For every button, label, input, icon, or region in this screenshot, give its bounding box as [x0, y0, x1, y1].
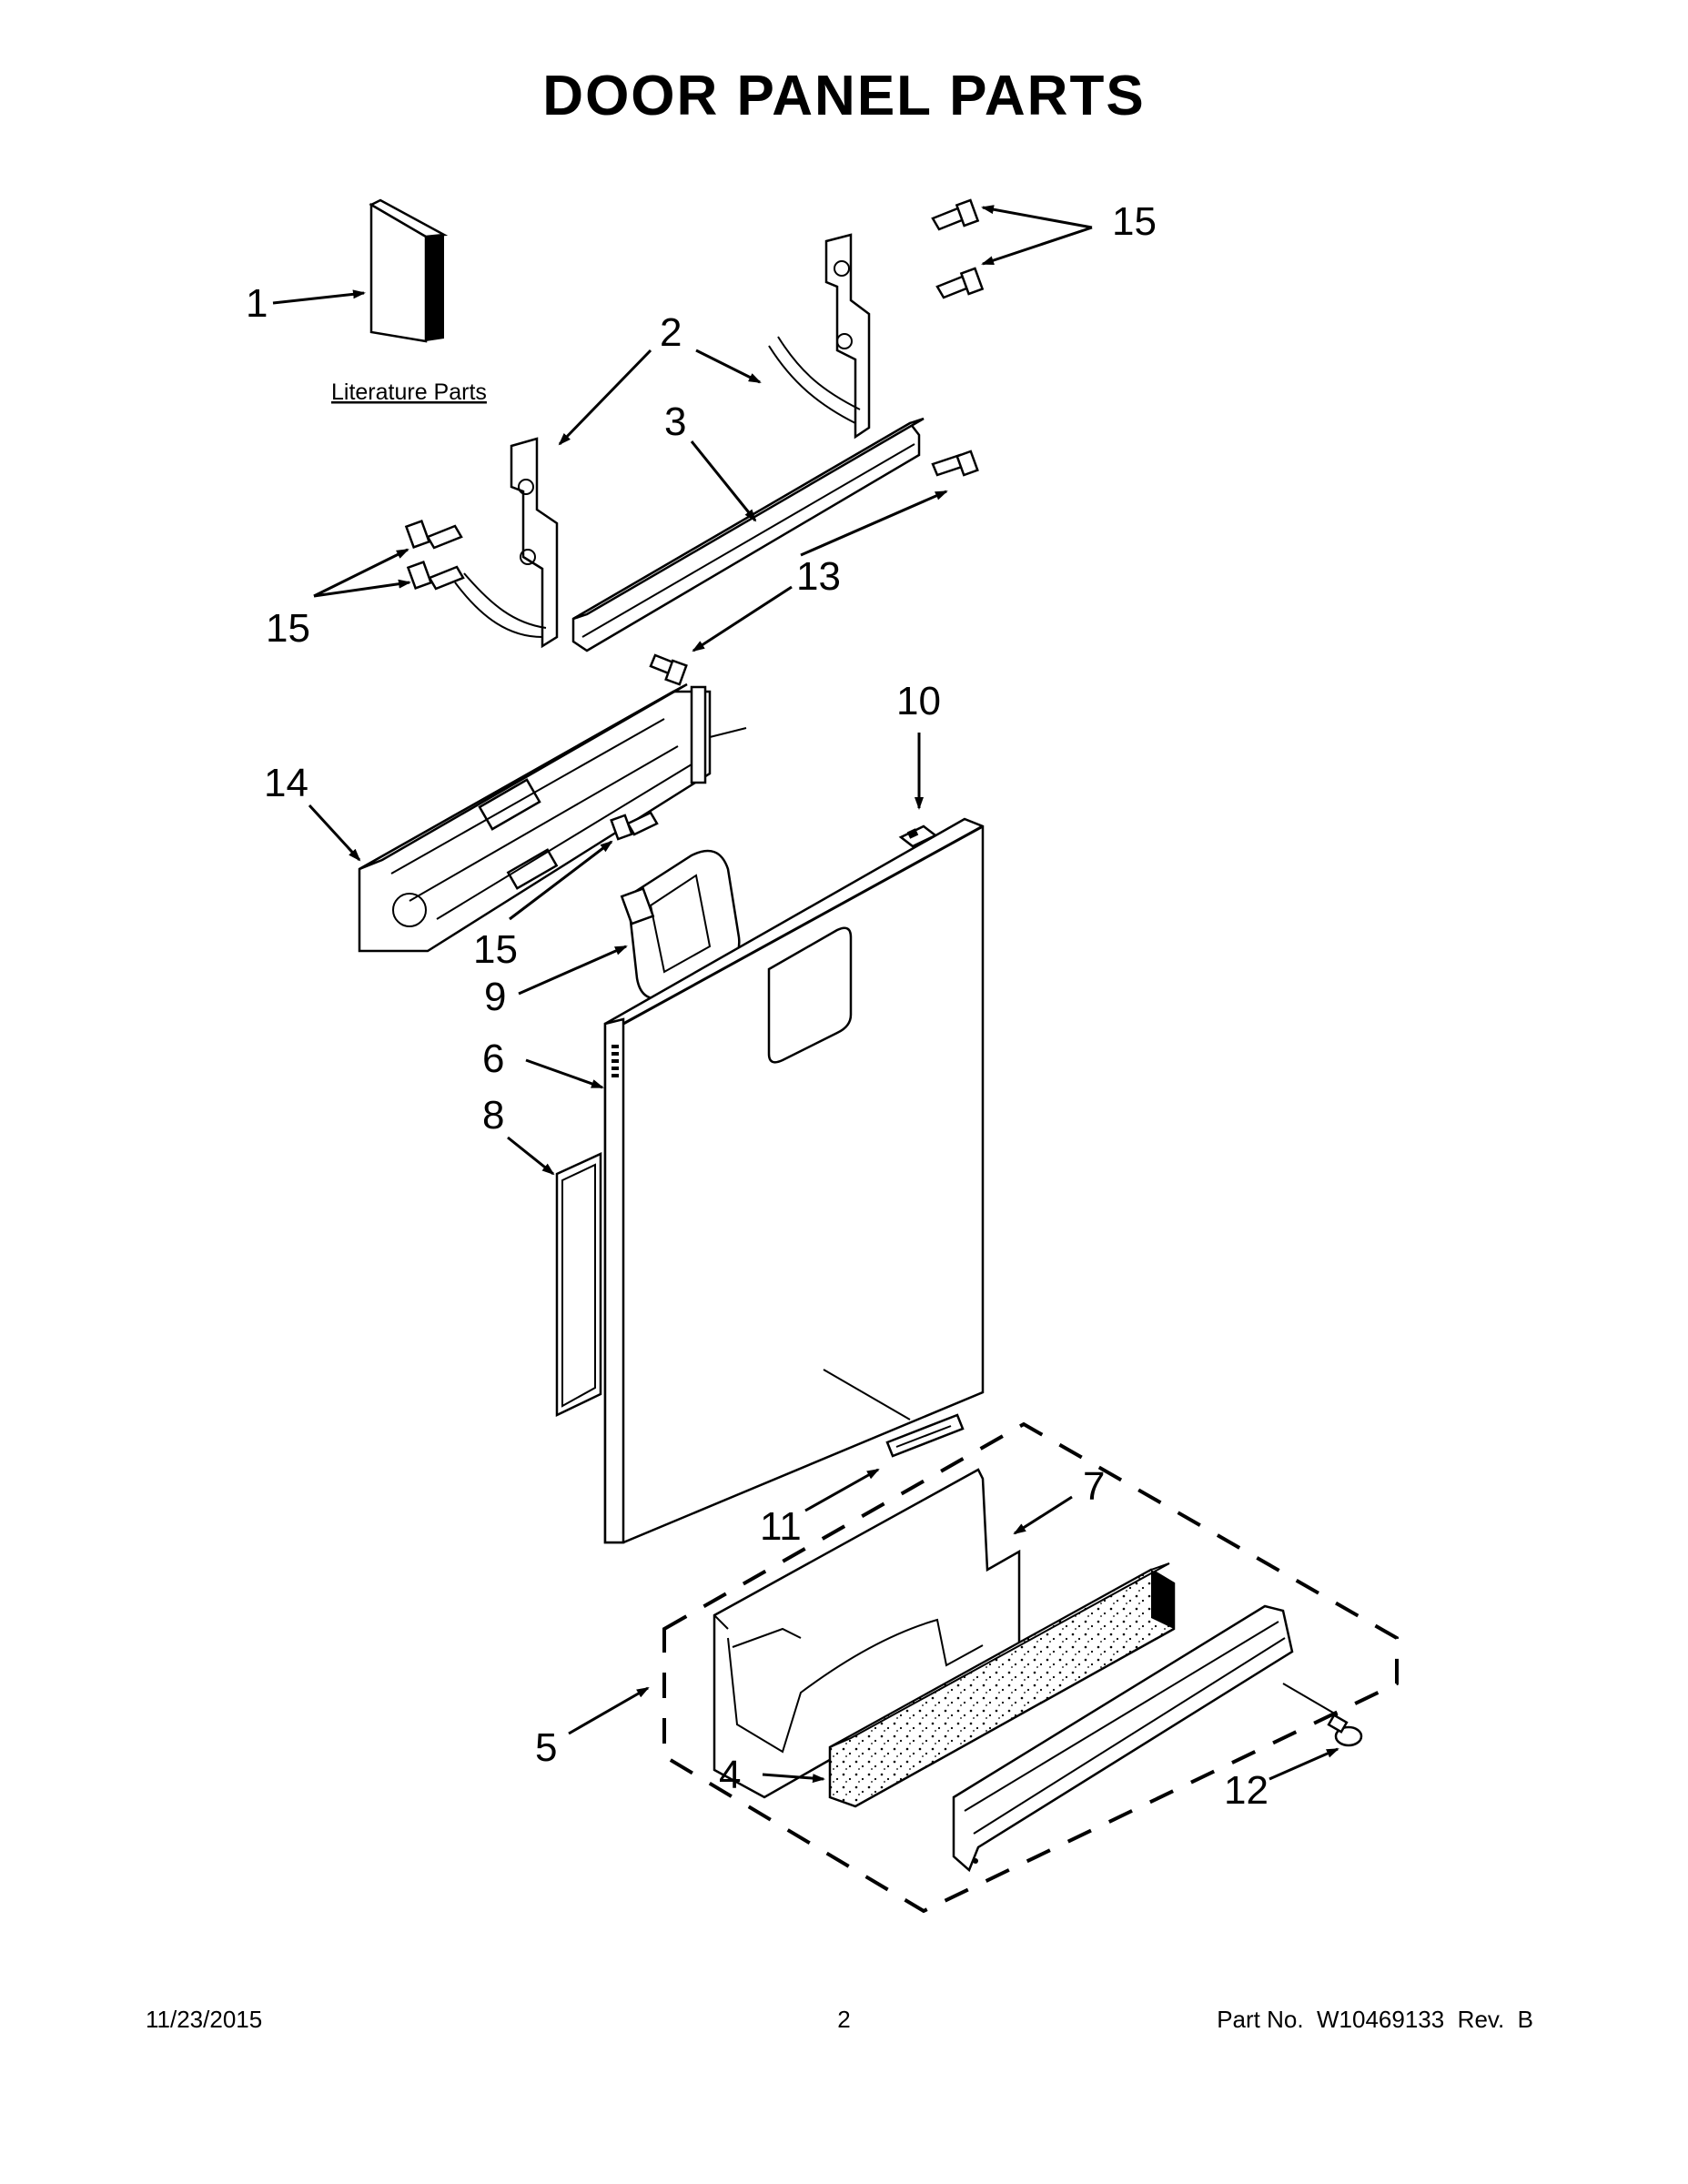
callout-13-arrow-1 [800, 490, 948, 557]
foam-insulation [713, 1468, 1021, 1799]
callout-14: 14 [264, 761, 308, 805]
literature-parts-label: Literature Parts [331, 379, 487, 405]
callout-13: 13 [796, 554, 841, 599]
right-hinge-bracket [768, 233, 871, 440]
callout-4: 4 [719, 1753, 741, 1797]
callout-3-arrow [690, 440, 757, 522]
callout-15-left-arrow-2 [313, 579, 411, 598]
kit-outline [662, 1421, 1399, 1914]
callout-7-arrow [1013, 1495, 1073, 1535]
callout-15-top-arrow-2 [981, 226, 1093, 266]
toe-kick-screw-leader [1282, 1683, 1339, 1716]
door-handle [620, 849, 741, 1000]
toe-kick-panel [952, 1604, 1294, 1873]
callout-5: 5 [535, 1725, 557, 1770]
page-title: DOOR PANEL PARTS [542, 65, 1146, 127]
footer-date: 11/23/2015 [146, 2006, 263, 2033]
side-gasket [555, 1152, 602, 1417]
callout-5-arrow [568, 1686, 650, 1735]
door-panel [603, 817, 985, 1544]
callout-11-arrow [804, 1468, 880, 1512]
callout-8: 8 [482, 1093, 504, 1138]
nameplate [885, 1413, 965, 1458]
left-hinge-bracket [454, 437, 559, 649]
callout-9-arrow [518, 945, 628, 996]
callout-15-left-arrow-1 [313, 548, 409, 598]
screw-left-2 [406, 561, 465, 591]
callout-2: 2 [660, 310, 682, 355]
toe-kick-screw [1327, 1714, 1363, 1747]
callout-2-arrow-right [695, 349, 762, 384]
footer-page-number: 2 [837, 2006, 851, 2033]
callout-6-arrow [525, 1058, 604, 1089]
literature-booklet [369, 198, 449, 343]
callout-6: 6 [482, 1036, 504, 1081]
callout-15-mid: 15 [473, 927, 518, 972]
callout-10: 10 [896, 679, 941, 723]
callout-13-arrow-2 [692, 585, 793, 652]
screw-console [610, 811, 659, 841]
sound-pad [828, 1562, 1176, 1808]
callout-15-top-arrow-1 [981, 205, 1093, 229]
callout-15-mid-arrow [509, 840, 613, 921]
callout-4-arrow [762, 1773, 825, 1784]
screw-rail-right [931, 450, 979, 477]
callout-14-arrow [308, 804, 361, 862]
callout-12-arrow [1269, 1747, 1339, 1781]
callout-1: 1 [246, 281, 268, 326]
callout-2-arrow-left [558, 349, 652, 446]
callout-15-top: 15 [1112, 199, 1157, 244]
screw-rail-left [649, 653, 688, 686]
vent-slots [612, 1045, 619, 1077]
footer-part-number: Part No. W10469133 Rev. B [1217, 2006, 1533, 2033]
callout-15-left: 15 [266, 606, 310, 651]
callout-8-arrow [507, 1136, 555, 1176]
control-console [358, 682, 747, 953]
screw-top-2 [935, 267, 985, 299]
callout-12: 12 [1224, 1768, 1269, 1813]
callout-7: 7 [1083, 1464, 1105, 1509]
callout-11: 11 [760, 1504, 802, 1549]
callout-3: 3 [664, 399, 686, 444]
callout-9: 9 [484, 975, 506, 1019]
screw-top-1 [931, 198, 980, 231]
screw-left-1 [404, 520, 463, 550]
callout-1-arrow [272, 289, 366, 305]
